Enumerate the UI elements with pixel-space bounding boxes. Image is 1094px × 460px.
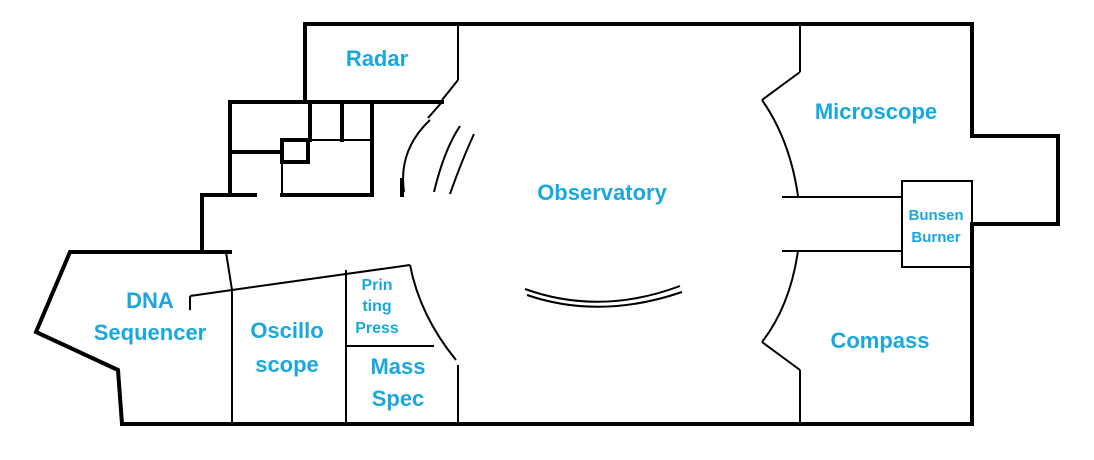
mass-spec-label-line2: Spec <box>372 386 425 411</box>
observatory-label: Observatory <box>537 180 667 205</box>
bunsen-burner-label-line2: Burner <box>911 229 960 246</box>
service-rooms <box>230 100 404 197</box>
inner-partitions <box>189 24 902 424</box>
outer-walls <box>33 22 974 427</box>
oscilloscope-label-line2: scope <box>255 352 319 377</box>
printing-press-label-line3: Press <box>355 320 399 337</box>
microscope-label: Microscope <box>815 99 937 124</box>
mass-spec-label-line1: Mass <box>370 354 425 379</box>
room-labels: Radar Observatory Microscope Bunsen Burn… <box>94 46 964 411</box>
dna-sequencer-label-line2: Sequencer <box>94 320 207 345</box>
bunsen-burner-label-line1: Bunsen <box>908 207 963 224</box>
right-annex <box>901 134 1060 268</box>
dna-sequencer-label-line1: DNA <box>126 288 174 313</box>
printing-press-label-line2: ting <box>362 298 391 315</box>
radar-label: Radar <box>346 46 409 71</box>
compass-label: Compass <box>830 328 929 353</box>
curved-walls <box>402 99 799 361</box>
printing-press-label-line1: Prin <box>361 277 392 294</box>
oscilloscope-label-line1: Oscillo <box>250 318 323 343</box>
